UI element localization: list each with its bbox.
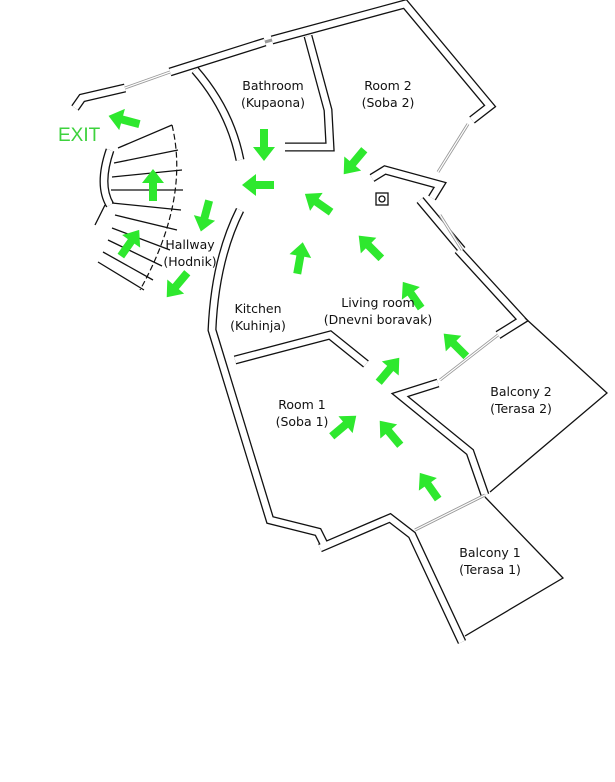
evacuation-arrow-icon [166,270,191,298]
staircase [94,124,183,291]
evacuation-arrow-icon [343,147,368,175]
evacuation-arrow-icon [289,242,312,275]
evacuation-arrow-icon [253,129,275,161]
evacuation-arrow-icon [401,281,425,311]
evacuation-arrow-icon [304,192,334,216]
evacuation-arrow-icon [375,357,400,385]
evacuation-arrow-icon [358,235,385,262]
evacuation-arrow-icon [418,472,442,502]
exit-label: EXIT [58,125,101,146]
evacuation-arrow-icon [329,415,357,440]
evacuation-arrows [108,108,470,502]
room-label-kitchen: Kitchen(Kuhinja) [230,301,286,333]
room-label-balcony-1: Balcony 1(Terasa 1) [459,545,521,577]
column-marker [375,192,389,206]
evacuation-arrow-icon [443,333,470,360]
evacuation-arrow-icon [117,229,141,259]
room-label-room-2: Room 2(Soba 2) [361,78,415,110]
room-label-hallway: Hallway(Hodnik) [163,237,217,269]
room-label-living-room: Living room(Dnevni boravak) [323,295,433,327]
evacuation-arrow-icon [193,199,216,232]
evacuation-arrow-icon [242,174,274,196]
evacuation-arrow-icon [379,420,404,448]
room-label-balcony-2: Balcony 2(Terasa 2) [490,384,552,416]
windows [124,38,499,532]
walls [71,0,608,644]
evacuation-arrow-icon [108,108,141,131]
evacuation-arrow-icon [142,169,164,201]
room-label-room-1: Room 1(Soba 1) [275,397,329,429]
room-label-bathroom: Bathroom(Kupaona) [240,78,306,110]
